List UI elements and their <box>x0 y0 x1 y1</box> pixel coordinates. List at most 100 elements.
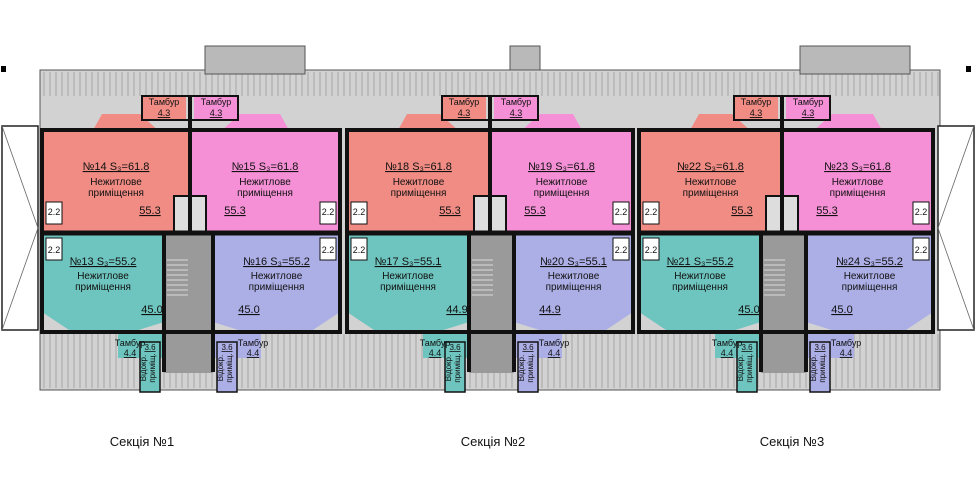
room-area-2-br: 44.9 <box>539 304 560 316</box>
room-type-label: Нежитлове <box>393 177 445 188</box>
storage-label: Відокр. <box>809 355 818 381</box>
storage-label: Відокр. <box>736 355 745 381</box>
section-label-3: Секція №3 <box>759 434 825 449</box>
room-area-3-tl: 55.3 <box>731 205 752 217</box>
storage-label: Відокр. <box>216 355 225 381</box>
room-title-2-bl: №17 S₃=55.1 <box>375 256 442 268</box>
room-top-right-2 <box>490 114 633 233</box>
utility-niche <box>350 201 368 225</box>
room-type-label: Нежитлове <box>251 271 303 282</box>
room-top-left-1 <box>42 114 190 233</box>
vestibule-area: 4.4 <box>548 348 561 358</box>
storage-area: 3.6 <box>144 343 156 352</box>
roof-volume <box>509 45 541 71</box>
stair-core <box>164 233 213 373</box>
vestibule-top-right <box>786 96 830 120</box>
room-bottom-left-3 <box>639 233 761 332</box>
end-facade-right <box>937 125 975 331</box>
storage-label: приміщ. <box>453 353 462 382</box>
room-type-label: Нежитлове <box>90 177 142 188</box>
room-top-right-1 <box>190 114 340 233</box>
room-type-label: приміщення <box>249 282 305 293</box>
room-type-label: приміщення <box>830 188 886 199</box>
vestibule-top-right <box>494 96 538 120</box>
room-type-label: приміщення <box>672 282 728 293</box>
room-top-left-3 <box>639 114 782 233</box>
vestibule-area: 4.4 <box>721 348 734 358</box>
room-top-left-2 <box>347 114 490 233</box>
room-area-2-tr: 55.3 <box>524 205 545 217</box>
vestibule-label: Тамбур <box>741 97 772 107</box>
niche-area: 2.2 <box>645 207 658 217</box>
storage-label: приміщ. <box>526 353 535 382</box>
vestibule-area: 4.3 <box>210 108 223 118</box>
niche-area: 2.2 <box>615 207 628 217</box>
room-type-label: Нежитлове <box>536 177 588 188</box>
vestibule-top-left <box>442 96 486 120</box>
vestibule-top-left <box>734 96 778 120</box>
vestibule-label: Тамбур <box>115 338 146 348</box>
storage-right <box>809 341 831 393</box>
room-title-2-tr: №19 S₃=61.8 <box>528 161 595 173</box>
vestibule-wall <box>733 95 831 121</box>
room-type-label: Нежитлове <box>844 271 896 282</box>
vestibule-area: 4.4 <box>429 348 442 358</box>
storage-left <box>736 341 758 393</box>
room-title-2-tl: №18 S₃=61.8 <box>385 161 452 173</box>
room-bottom-right-1 <box>213 233 340 332</box>
utility-niche <box>45 237 63 261</box>
room-title-3-tr: №23 S₃=61.8 <box>824 161 891 173</box>
storage-area: 3.6 <box>741 343 753 352</box>
vestibule-label: Тамбур <box>201 97 232 107</box>
vestibule-wall <box>441 95 539 121</box>
room-type-label: приміщення <box>88 188 144 199</box>
room-area-1-tl: 55.3 <box>139 205 160 217</box>
room-type-label: приміщення <box>237 188 293 199</box>
room-area-2-tl: 55.3 <box>439 205 460 217</box>
room-type-label: приміщення <box>842 282 898 293</box>
end-facade-right-lines <box>937 125 975 331</box>
storage-label: приміщ. <box>148 353 157 382</box>
utility-niche <box>350 237 368 261</box>
room-area-3-bl: 45.0 <box>738 304 759 316</box>
storage-label: приміщ. <box>818 353 827 382</box>
section-label-1: Секція №1 <box>109 434 175 449</box>
room-type-label: приміщення <box>75 282 131 293</box>
room-bottom-left-1 <box>42 233 164 332</box>
room-type-label: Нежитлове <box>832 177 884 188</box>
room-type-label: Нежитлове <box>548 271 600 282</box>
utility-niche <box>642 201 660 225</box>
utility-niche <box>612 237 630 261</box>
vestibule-area: 4.3 <box>802 108 815 118</box>
room-bottom-left-2 <box>347 233 469 332</box>
stair-core <box>761 233 806 373</box>
room-type-label: приміщення <box>683 188 739 199</box>
niche-area: 2.2 <box>322 245 335 255</box>
room-title-1-bl: №13 S₃=55.2 <box>70 256 137 268</box>
vestibule-top-right <box>194 96 238 120</box>
niche-area: 2.2 <box>353 207 366 217</box>
room-type-label: Нежитлове <box>77 271 129 282</box>
storage-left <box>444 341 466 393</box>
walls-layer <box>40 95 935 372</box>
storage-area: 3.6 <box>814 343 826 352</box>
vestibule-label: Тамбур <box>539 338 570 348</box>
end-facade-left-lines <box>1 125 39 331</box>
vestibule-label: Тамбур <box>238 338 269 348</box>
section-label-2: Секція №2 <box>460 434 526 449</box>
niche-area: 2.2 <box>353 245 366 255</box>
room-type-label: приміщення <box>391 188 447 199</box>
corner-mark <box>966 66 971 72</box>
storage-label: Відокр. <box>139 355 148 381</box>
niche-area: 2.2 <box>322 207 335 217</box>
vestibule-area: 4.3 <box>158 108 171 118</box>
roof-volume <box>799 45 911 75</box>
storage-area: 3.6 <box>522 343 534 352</box>
room-title-1-br: №16 S₃=55.2 <box>243 256 310 268</box>
corner-mark <box>1 66 6 72</box>
vestibule-area: 4.4 <box>247 348 260 358</box>
niche-area: 2.2 <box>615 245 628 255</box>
niche-area: 2.2 <box>645 245 658 255</box>
rooms-layer <box>42 96 933 393</box>
utility-niche <box>912 237 930 261</box>
